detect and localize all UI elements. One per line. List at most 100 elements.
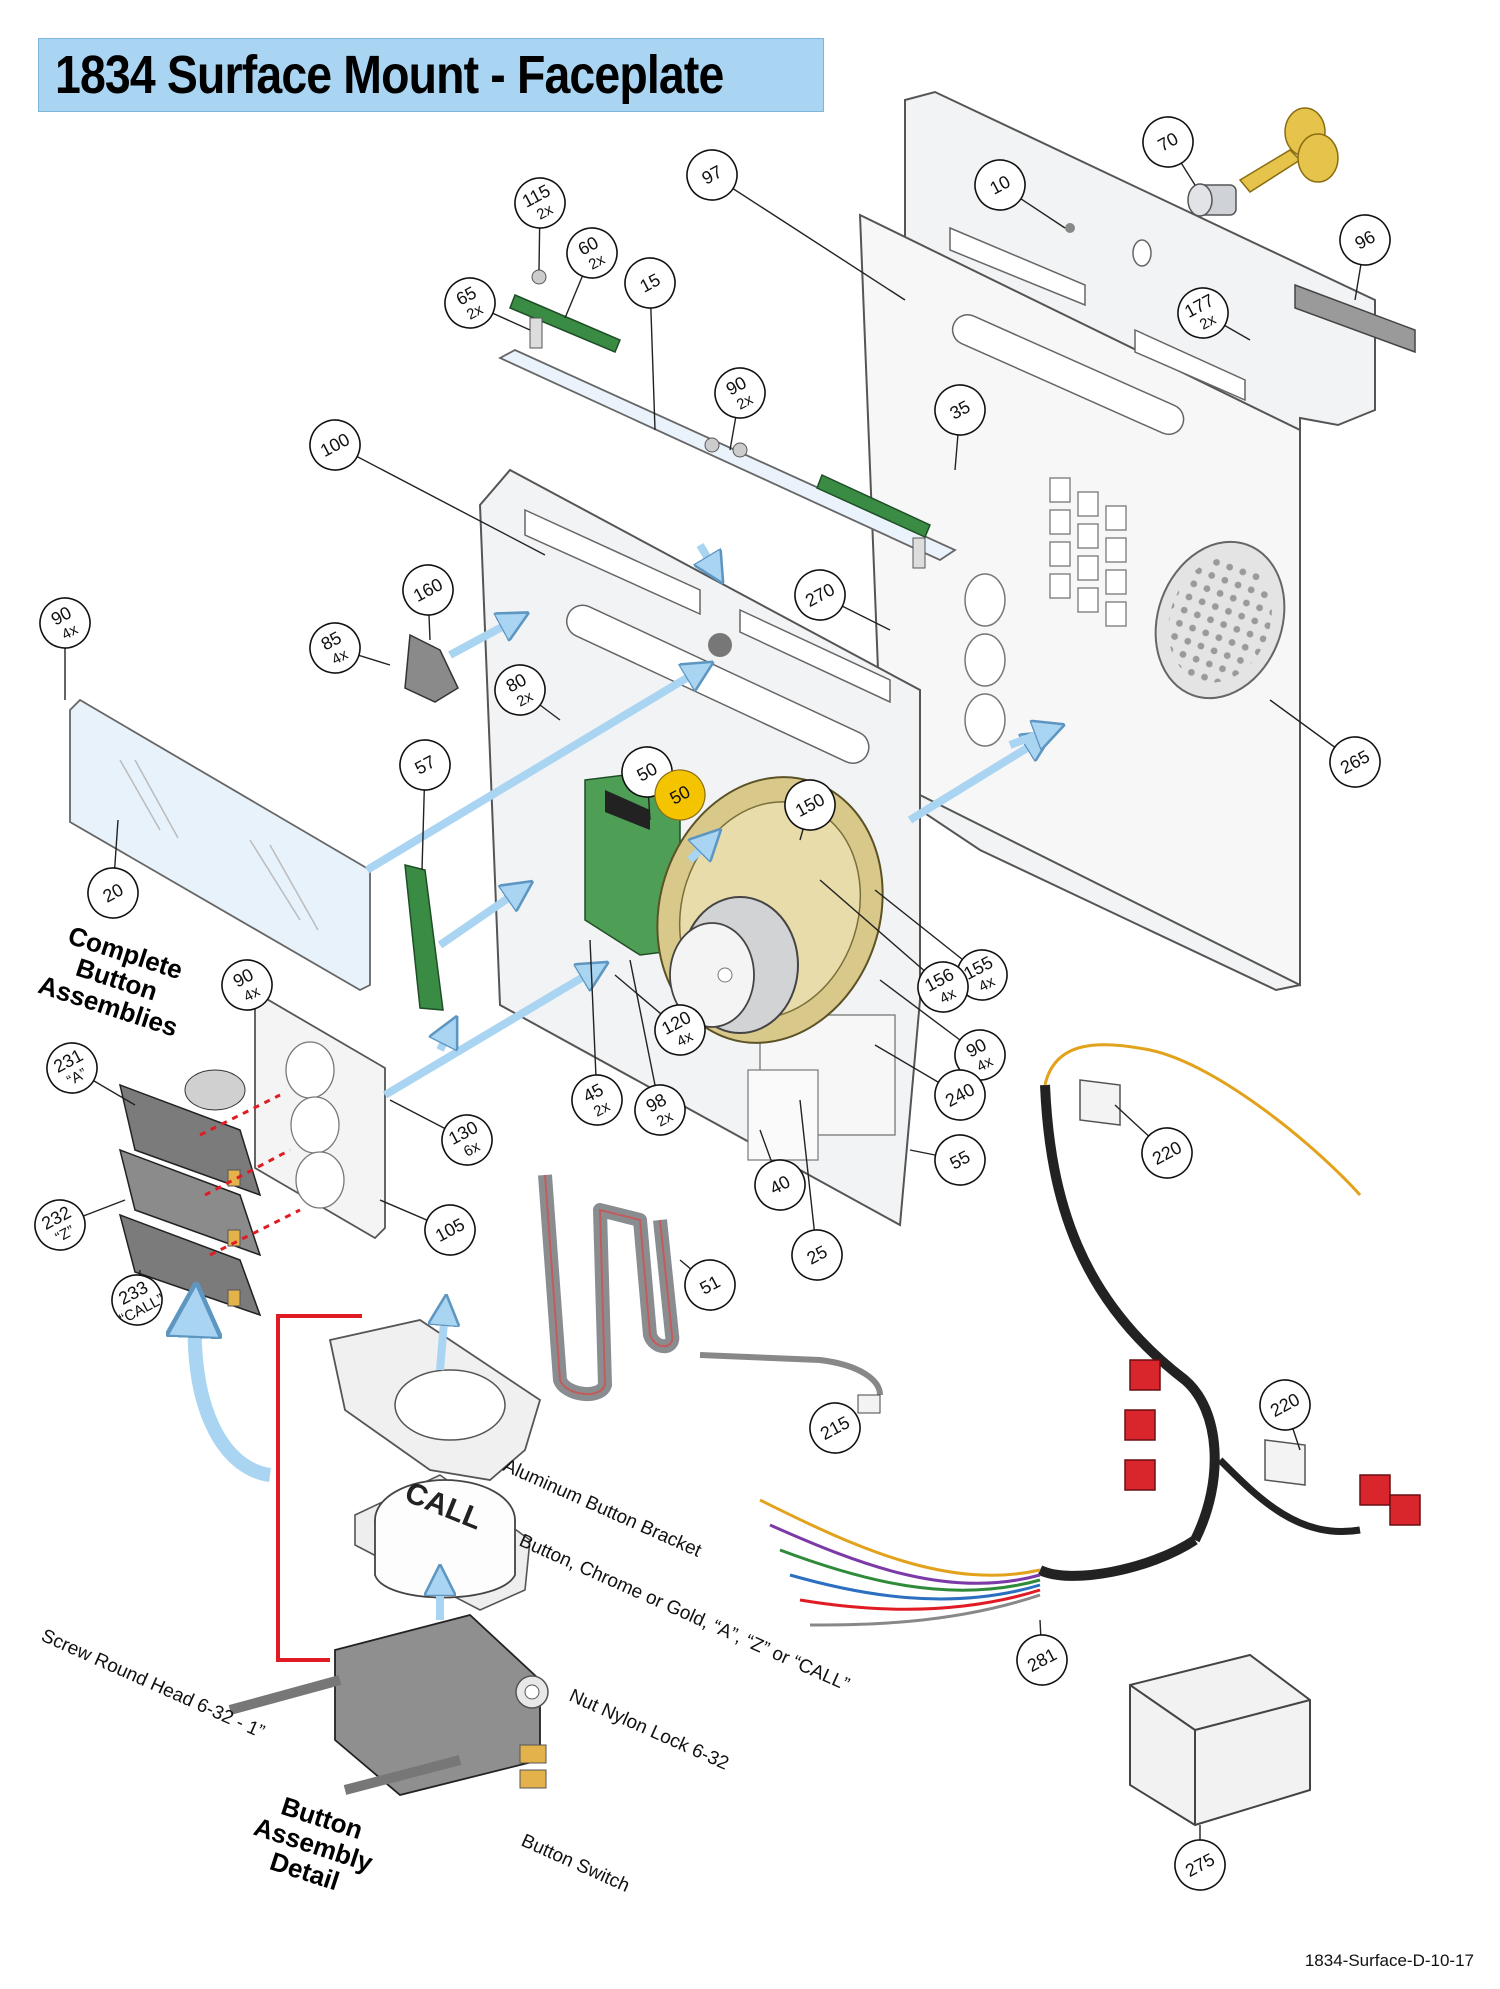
callout-leader	[819, 879, 944, 988]
callout-circle	[309, 419, 361, 471]
callout-circle	[1142, 116, 1194, 168]
callout-leader	[589, 939, 598, 1101]
assembly-arrow	[440, 1030, 450, 1052]
glass-reflections	[119, 759, 319, 931]
button-detail	[228, 1319, 549, 1796]
callout-55: 55	[934, 1134, 986, 1186]
callout-circle	[566, 227, 618, 279]
callout-100: 100	[309, 419, 361, 471]
callout-40: 40	[754, 1159, 806, 1211]
callout-circle	[934, 1069, 986, 1121]
callout-quantity: 4x	[976, 973, 998, 996]
mounting-tab	[1294, 283, 1416, 354]
callout-quantity: 4x	[59, 621, 81, 644]
callout-25: 25	[791, 1229, 843, 1281]
ferrite-core-large	[1129, 1653, 1311, 1827]
callout-96: 96	[1339, 214, 1391, 266]
callout-circle	[424, 1204, 476, 1256]
callout-quantity: 2x	[1197, 311, 1219, 334]
top-pcb-strip	[497, 269, 957, 569]
annotation-switch: Button Switch	[518, 1830, 633, 1896]
callout-circle	[1016, 1634, 1068, 1686]
complete-button-assemblies-heading: Complete Button Assemblies	[35, 920, 187, 1042]
callout-circle	[1329, 736, 1381, 788]
callout-highlighted: 50	[654, 769, 706, 821]
callout-leader	[711, 174, 906, 301]
callout-circle	[934, 384, 986, 436]
tamper-switch	[404, 633, 459, 703]
assembly-arrow	[687, 840, 710, 863]
callout-circle	[87, 867, 139, 919]
callout-circle	[686, 149, 738, 201]
callout-quantity: 4x	[241, 983, 263, 1006]
page-title: 1834 Surface Mount - Faceplate	[55, 45, 724, 105]
callout-51: 51	[684, 1259, 736, 1311]
callout-quantity: 2x	[534, 201, 556, 224]
callout-281: 281	[1016, 1634, 1068, 1686]
callout-circle	[784, 779, 836, 831]
annotation-nut: Nut Nylon Lock 6-32	[566, 1685, 732, 1774]
callout-leader	[799, 1099, 818, 1256]
telephone-cable	[699, 1352, 883, 1396]
callout-circle	[654, 1004, 706, 1056]
button-assemblies	[118, 1069, 262, 1317]
callout-275: 275	[1174, 1839, 1226, 1891]
ribbon-connector	[605, 790, 650, 830]
callout-circle	[654, 769, 706, 821]
annotation-screw: Screw Round Head 6-32 - 1”	[38, 1625, 267, 1743]
callout-quantity: 2x	[586, 251, 608, 274]
keypad-openings	[1049, 477, 1127, 627]
callout-circle	[34, 1199, 86, 1251]
callout-quantity: 2x	[654, 1108, 676, 1131]
glass-cover	[69, 698, 371, 992]
callout-quantity: 6x	[461, 1138, 483, 1161]
callout-circle	[1174, 1839, 1226, 1891]
assembly-arrow	[382, 970, 595, 1099]
callout-circle	[624, 257, 676, 309]
callout-10: 10	[974, 159, 1026, 211]
callout-circle	[954, 1029, 1006, 1081]
callout-circle	[1141, 1127, 1193, 1179]
callout-circle	[809, 1402, 861, 1454]
callout-quantity: 2x	[591, 1098, 613, 1121]
callout-35: 35	[934, 384, 986, 436]
callout-quantity: 2x	[514, 688, 536, 711]
drawing-code: 1834-Surface-D-10-17	[1304, 1951, 1474, 1970]
callout-circle	[221, 959, 273, 1011]
callout-circle	[791, 1229, 843, 1281]
assembly-arrow	[437, 890, 520, 949]
callout-circle	[754, 1159, 806, 1211]
callout-circle	[444, 277, 496, 329]
alignment-guides	[199, 1093, 301, 1257]
side-pcb	[404, 864, 444, 1011]
callout-220: 220	[1259, 1379, 1311, 1431]
callout-240: 240	[934, 1069, 986, 1121]
assembly-arrow	[440, 1310, 445, 1371]
assembly-arrow	[907, 740, 1040, 824]
callout-70: 70	[1142, 116, 1194, 168]
callout-quantity: 2x	[464, 301, 486, 324]
callout-circle	[514, 177, 566, 229]
callout-circle	[309, 622, 361, 674]
callout-quantity: 4x	[937, 985, 959, 1008]
callout-quantity: 2x	[734, 391, 756, 414]
callout-circle	[934, 1134, 986, 1186]
ferrite-core-right	[1264, 1439, 1306, 1486]
callout-circle	[634, 1084, 686, 1136]
callout-220: 220	[1141, 1127, 1193, 1179]
callout-circle	[402, 564, 454, 616]
assembly-arrow	[1008, 730, 1050, 745]
callout-circle	[111, 1274, 163, 1326]
